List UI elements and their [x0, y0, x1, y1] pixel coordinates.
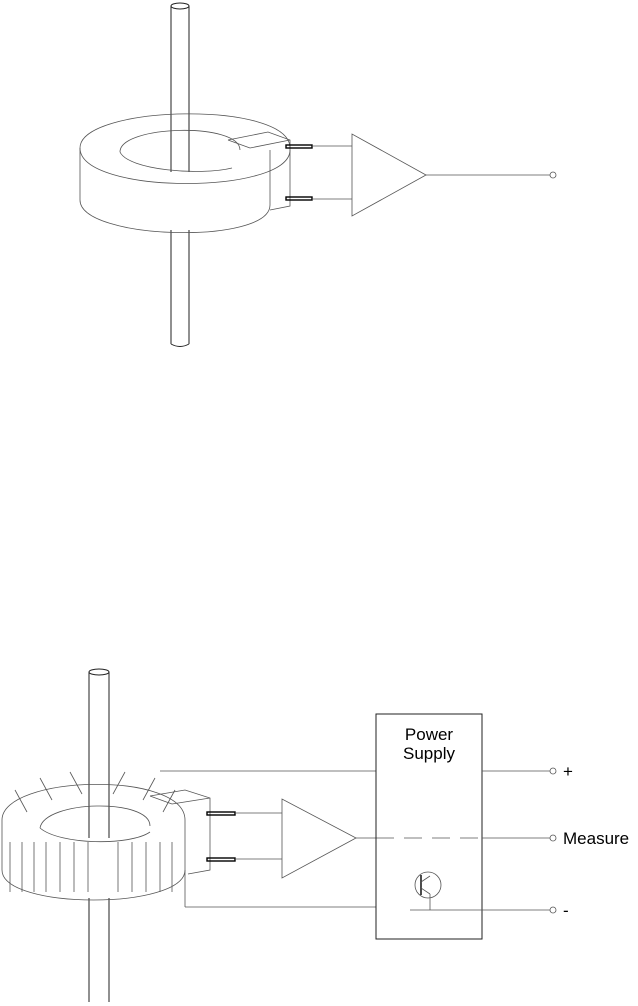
bottom-conductor: [89, 669, 109, 1002]
terminal-plus: +: [482, 762, 573, 781]
bottom-amplifier: [235, 799, 356, 878]
bottom-figure: Power Supply + Measure -: [2, 669, 629, 1002]
power-supply-box: Power Supply: [376, 714, 550, 939]
bottom-wound-core: [2, 772, 185, 900]
top-amplifier: [312, 134, 556, 216]
winding-segment: [15, 790, 27, 812]
top-output-terminal: [550, 172, 556, 178]
terminal-plus-label: +: [563, 762, 573, 781]
winding-segment: [70, 772, 82, 794]
terminal-minus-label: -: [563, 901, 569, 920]
terminal-measure-label: Measure: [563, 829, 629, 848]
transistor-icon: [415, 872, 441, 910]
top-conductor: [171, 3, 189, 347]
terminal-minus: -: [550, 901, 569, 920]
winding-segment: [113, 772, 125, 794]
bottom-wiring: [160, 771, 482, 907]
power-supply-label-line1: Power: [405, 725, 454, 744]
bottom-hall-sensor: [150, 790, 235, 874]
top-figure: [80, 3, 556, 347]
terminal-measure: Measure: [482, 829, 629, 848]
top-split-core: [80, 114, 290, 233]
power-supply-label-line2: Supply: [403, 744, 455, 763]
